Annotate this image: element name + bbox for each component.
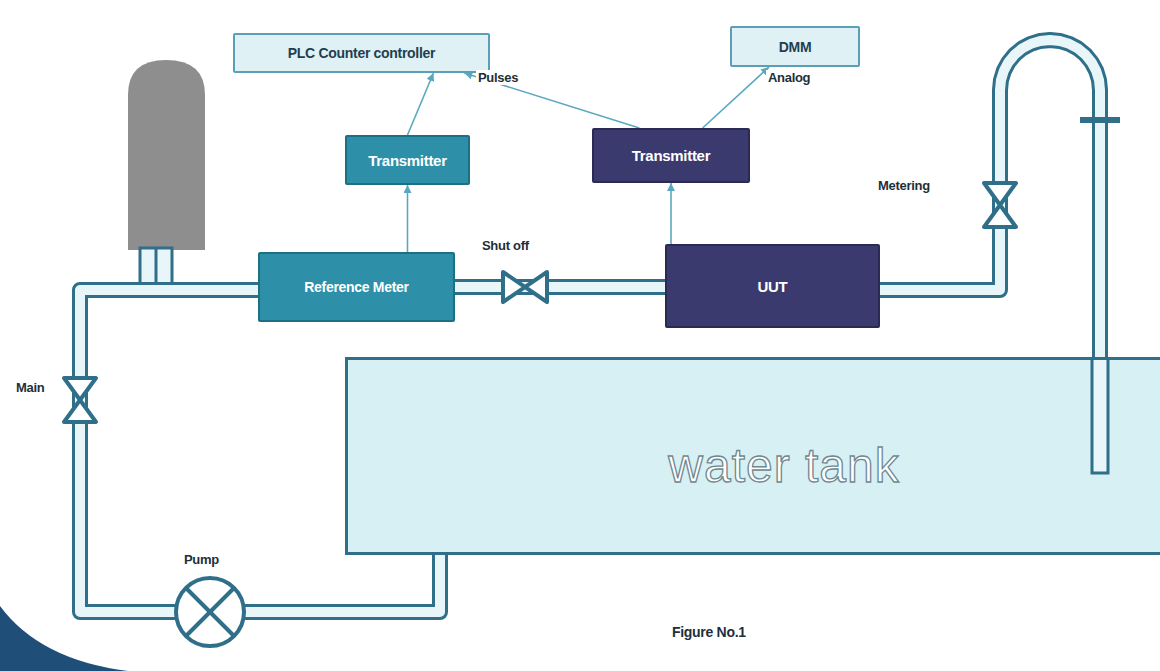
vessel-stub-pipe (140, 248, 172, 284)
pipe-run (455, 287, 665, 288)
uut-box: UUT (665, 244, 880, 328)
pump-casing (176, 578, 244, 646)
signal-arrow (670, 183, 672, 244)
pipe-bore (455, 282, 665, 292)
tank-label: water tank (668, 438, 899, 493)
box-label: PLC Counter controller (288, 45, 435, 61)
inlet-pipe (1092, 360, 1108, 473)
signal-link (408, 73, 434, 135)
pressure-vessel (128, 60, 205, 250)
box-label: Transmitter (368, 152, 446, 169)
pipe (455, 279, 665, 295)
tank-pipe-flange (1080, 117, 1120, 123)
signal-link (671, 183, 672, 244)
valve-body (984, 183, 1016, 227)
reference-meter-box: Reference Meter (258, 252, 455, 322)
controller-box: PLC Counter controller (233, 33, 490, 73)
box-label: Reference Meter (304, 279, 408, 295)
pipe-bore (880, 40, 1100, 357)
box-label: Transmitter (632, 147, 710, 164)
pipe-run (880, 40, 1100, 357)
dmm-box: DMM (730, 26, 860, 67)
signal-name: Pulses (476, 70, 520, 85)
signal-link (407, 185, 408, 252)
valve-label: Metering (876, 178, 932, 193)
pipe (880, 40, 1100, 357)
main-valve (64, 378, 96, 422)
valve-body (503, 272, 547, 302)
signal-name: Analog (766, 70, 812, 85)
valve-label: Shut off (480, 238, 531, 253)
pump-cross (186, 588, 234, 636)
valve-label: Main (14, 380, 46, 395)
vessel-stub-divider (155, 248, 158, 284)
pump-symbol (176, 578, 244, 646)
metering-valve (984, 183, 1016, 227)
figure-caption: Figure No.1 (672, 624, 746, 640)
signal-arrow (407, 185, 409, 252)
transmitter-box: Transmitter (345, 135, 470, 185)
water-tank: water tank (345, 357, 1160, 555)
valve-body (64, 378, 96, 422)
pump-label: Pump (182, 552, 221, 567)
box-label: DMM (779, 39, 812, 55)
signal-arrow (408, 73, 434, 135)
box-label: UUT (758, 278, 788, 295)
signal-arrow (703, 67, 769, 128)
transmitter-box: Transmitter (592, 128, 750, 183)
pump-cross (186, 588, 234, 636)
shutoff-valve (503, 272, 547, 302)
signal-link (703, 67, 769, 128)
